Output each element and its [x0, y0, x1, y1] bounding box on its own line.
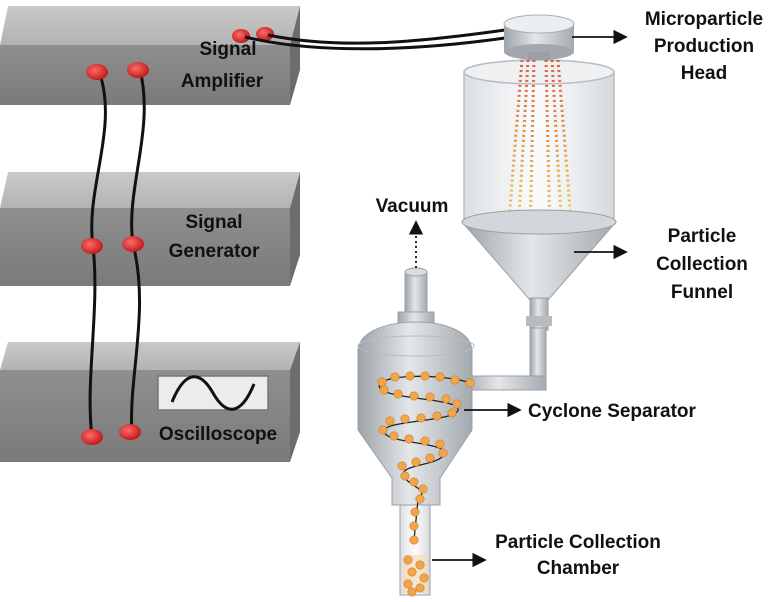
connector-icon	[119, 424, 141, 440]
particle-icon	[397, 461, 407, 471]
particle-icon	[409, 391, 419, 401]
sine-wave-icon	[170, 375, 256, 411]
particle-icon	[415, 494, 425, 504]
connector-icon	[122, 236, 144, 252]
particle-icon	[432, 411, 442, 421]
amplifier-label-line2: Amplifier	[181, 71, 264, 92]
head-cable	[244, 28, 506, 51]
particle-icon	[385, 416, 395, 426]
label-arrows	[432, 29, 628, 568]
particle-icon	[378, 425, 388, 435]
cyclone-separator	[357, 267, 475, 596]
particle-icon	[415, 560, 425, 570]
chamber-label-line1: Particle Collection	[495, 532, 661, 553]
particle-icon	[447, 408, 457, 418]
funnel-label-line1: Particle	[668, 226, 737, 247]
particle-icon	[404, 434, 414, 444]
particle-icon	[410, 507, 420, 517]
particle-icon	[425, 453, 435, 463]
cable-connectors	[81, 27, 274, 445]
particle-icon	[438, 448, 448, 458]
particle-icon	[389, 431, 399, 441]
connector-icon	[127, 62, 149, 78]
particle-icon	[435, 372, 445, 382]
head-label-line3: Head	[681, 63, 727, 84]
connector-icon	[86, 64, 108, 80]
production-head	[503, 14, 575, 60]
particle-icon	[441, 394, 451, 404]
particle-icon	[407, 567, 417, 577]
particle-icon	[403, 579, 413, 589]
head-label-line2: Production	[654, 36, 754, 57]
particle-icon	[450, 375, 460, 385]
particle-icon	[400, 414, 410, 424]
particle-icon	[465, 378, 475, 388]
signal-amplifier-box: Signal Amplifier	[0, 6, 300, 105]
particle-icon	[419, 573, 429, 583]
particle-icon	[452, 399, 462, 409]
oscilloscope-box: Oscilloscope	[0, 342, 300, 462]
cyclone-label: Cyclone Separator	[528, 401, 696, 422]
inter-device-cables	[88, 69, 146, 438]
particle-icon	[409, 535, 419, 545]
particle-icon	[411, 457, 421, 467]
head-label-line1: Microparticle	[645, 9, 763, 30]
collection-funnel	[459, 209, 618, 391]
connector-icon	[256, 27, 274, 41]
particle-icon	[418, 484, 428, 494]
particle-icon	[420, 436, 430, 446]
chamber-label-line2: Chamber	[537, 558, 620, 579]
particle-icon	[390, 372, 400, 382]
particle-icon	[409, 477, 419, 487]
signal-generator-box: Signal Generator	[0, 172, 300, 286]
particle-icon	[420, 371, 430, 381]
particle-icon	[393, 389, 403, 399]
particle-icon	[403, 555, 413, 565]
connector-icon	[232, 29, 250, 43]
particle-icon	[407, 587, 417, 597]
particle-icon	[400, 471, 410, 481]
funnel-label-line3: Funnel	[671, 282, 733, 303]
oscilloscope-label: Oscilloscope	[159, 424, 277, 445]
cyclone-particles	[377, 371, 475, 597]
generator-label-line1: Signal	[185, 212, 242, 233]
particle-icon	[425, 392, 435, 402]
vacuum-label: Vacuum	[376, 196, 449, 217]
generator-label-line2: Generator	[169, 241, 260, 262]
particle-icon	[379, 385, 389, 395]
particle-icon	[415, 583, 425, 593]
amplifier-label-line1: Signal	[199, 39, 256, 60]
particle-streams	[506, 59, 574, 237]
particle-icon	[377, 377, 387, 387]
funnel-label-line2: Collection	[656, 254, 748, 275]
connector-icon	[81, 238, 103, 254]
particle-icon	[409, 521, 419, 531]
connector-icon	[81, 429, 103, 445]
particle-icon	[416, 413, 426, 423]
particle-icon	[435, 439, 445, 449]
particle-icon	[405, 371, 415, 381]
